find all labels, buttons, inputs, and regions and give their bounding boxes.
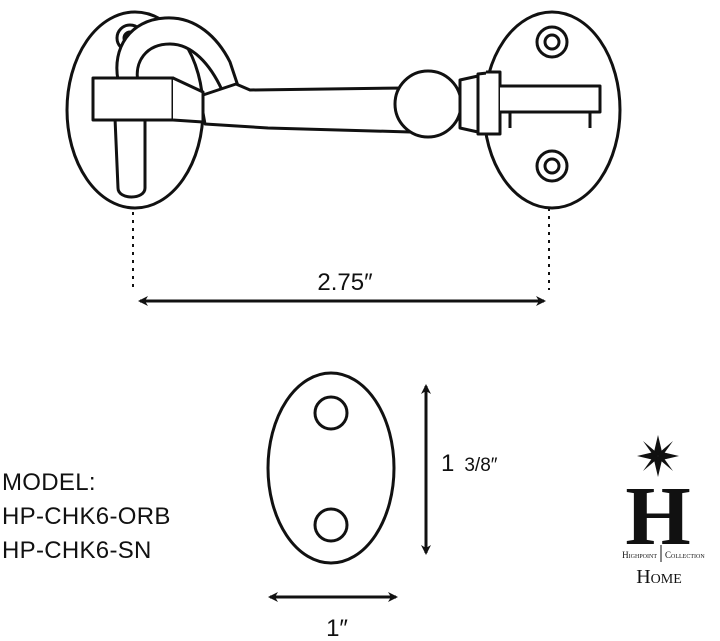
- model-label: MODEL:: [2, 469, 96, 496]
- width-dimension-label: 1″: [326, 615, 348, 641]
- plate-hole-bottom: [313, 507, 349, 543]
- hook-assembly: [65, 10, 622, 210]
- right-screw-hole-bottom: [535, 149, 569, 183]
- hook-arm: [198, 82, 412, 134]
- extension-lines: [132, 208, 550, 290]
- model-info: MODEL: HP-CHK6-ORB HP-CHK6-SN: [2, 466, 171, 568]
- plate-hole-top: [313, 395, 349, 431]
- logo-brand-right: Collection: [665, 550, 705, 560]
- logo-brand-left: Highpoint: [622, 550, 657, 560]
- eye-staple: [500, 84, 602, 114]
- logo-word: Home: [636, 566, 682, 588]
- star-burst-icon: [637, 435, 679, 477]
- pivot-block: [91, 76, 175, 122]
- model-code-sn: HP-CHK6-SN: [2, 537, 152, 564]
- model-code-orb: HP-CHK6-ORB: [2, 503, 171, 530]
- right-screw-hole-top: [535, 25, 569, 59]
- brand-logo: H Highpoint Collection Home: [622, 435, 705, 588]
- height-dimension-label: 1 3/8″: [441, 450, 498, 477]
- hook-loop: [115, 16, 240, 92]
- plate-outline: [266, 371, 396, 565]
- logo-letter: H: [625, 470, 690, 563]
- hook-ball: [393, 69, 463, 139]
- pivot-stem: [113, 116, 147, 199]
- eye-collar: [458, 74, 480, 134]
- length-dimension-label: 2.75″: [317, 269, 373, 296]
- plate-detail: [266, 371, 396, 565]
